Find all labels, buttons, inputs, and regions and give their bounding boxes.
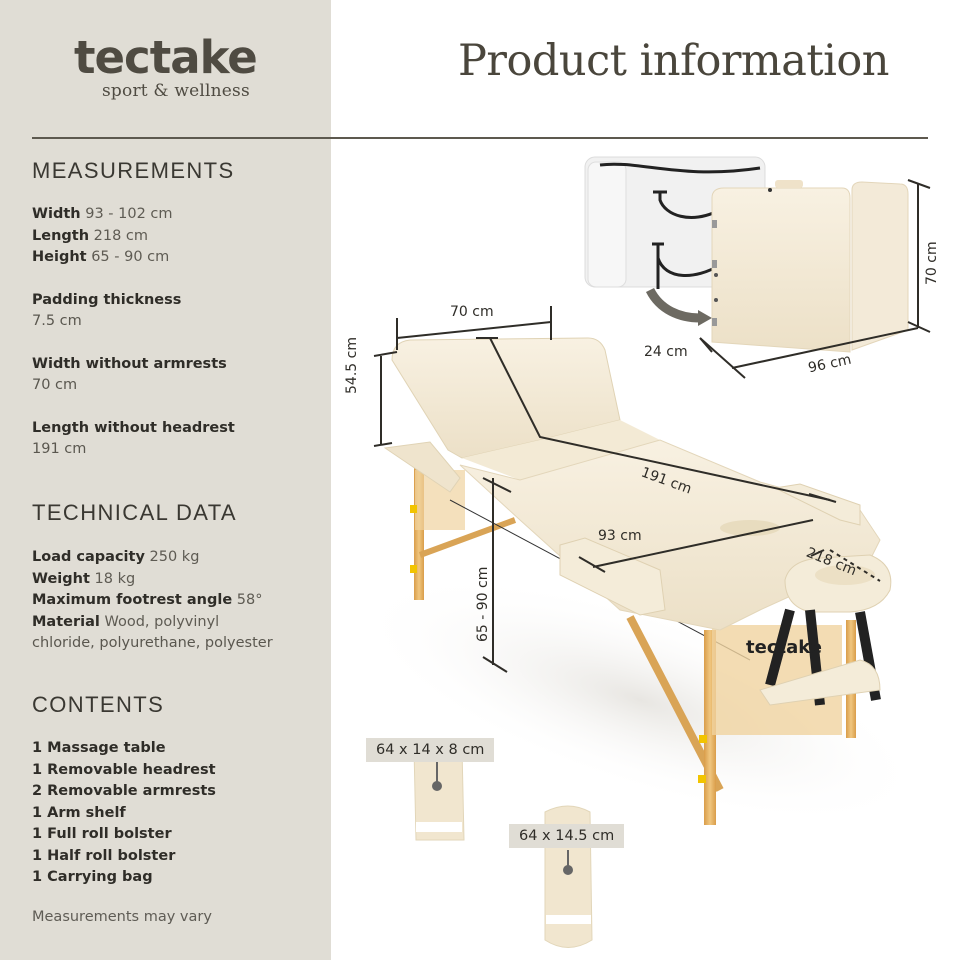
folded-table-illustration [699, 179, 931, 379]
contents-heading: CONTENTS [32, 692, 165, 717]
measurements-heading: MEASUREMENTS [32, 158, 235, 183]
sidebar: tectake sport & wellness MEASUREMENTS Wi… [0, 0, 331, 960]
spec-material: Material Wood, polyvinyl [32, 612, 322, 634]
spec-label: Length [32, 227, 90, 244]
spec-label: Load capacity [32, 549, 145, 565]
contents-item-text: 1 Arm shelf [32, 804, 126, 821]
svg-text:tectake: tectake [746, 637, 822, 658]
dim-folded-height: 70 cm [924, 241, 940, 285]
brand-name: tectake [74, 31, 258, 84]
spec-length: Length 218 cm [32, 226, 322, 248]
spec-value: 58° [236, 592, 263, 608]
spec-length-no-headrest-value: 191 cm [32, 441, 87, 457]
brand-tagline: sport & wellness [102, 81, 250, 101]
spec-material-cont: chloride, polyurethane, polyester [32, 635, 273, 651]
dim-table-height: 65 - 90 cm [475, 566, 491, 642]
header-divider [32, 137, 928, 139]
contents-item: 1 Arm shelf [32, 803, 322, 825]
spec-padding-value: 7.5 cm [32, 313, 82, 329]
dim-backrest-width: 70 cm [450, 304, 494, 320]
spec-weight: Weight 18 kg [32, 569, 322, 591]
spec-label: Height [32, 249, 87, 265]
spec-label: Maximum footrest angle [32, 592, 233, 608]
contents-item-text: 1 Carrying bag [32, 869, 153, 885]
technical-heading: TECHNICAL DATA [32, 500, 237, 525]
contents-item: 1 Removable headrest [32, 760, 322, 782]
spec-value: 218 cm [93, 227, 149, 244]
spec-width-no-armrests-value: 70 cm [32, 377, 78, 393]
contents-item: 1 Carrying bag [32, 867, 322, 889]
contents-item-text: 1 Half roll bolster [32, 847, 176, 864]
contents-item-text: 2 Removable armrests [32, 783, 216, 799]
dim-backrest-height: 54.5 cm [344, 337, 360, 394]
full-roll-dimensions: 64 x 14.5 cm [509, 824, 625, 848]
dim-width-armrests: 93 cm [598, 528, 642, 544]
brand-logo: tectake sport & wellness [74, 31, 274, 102]
massage-table-drawing: tectake [353, 156, 931, 948]
spec-padding-label: Padding thickness [32, 290, 322, 312]
spec-label: Width [32, 206, 81, 222]
dimension-lines [373, 306, 881, 673]
spec-value: 93 - 102 cm [85, 206, 173, 222]
spec-label: Length without headrest [32, 419, 235, 436]
product-illustration: tectake [331, 140, 960, 960]
contents-item: 2 Removable armrests [32, 781, 322, 803]
contents-section: CONTENTS 1 Massage table 1 Removable hea… [32, 692, 322, 925]
dim-folded-depth: 24 cm [644, 344, 688, 360]
spec-width: Width 93 - 102 cm [32, 204, 322, 226]
spec-value: Wood, polyvinyl [104, 613, 220, 630]
spec-load: Load capacity 250 kg [32, 547, 322, 569]
spec-footrest: Maximum footrest angle 58° [32, 590, 322, 612]
measurements-note: Measurements may vary [32, 908, 212, 925]
contents-item: 1 Massage table [32, 738, 322, 760]
spec-height: Height 65 - 90 cm [32, 247, 322, 269]
spec-label: Material [32, 613, 100, 630]
page-title: Product information [458, 36, 889, 86]
spec-value: 18 kg [94, 570, 136, 587]
contents-item-text: 1 Removable headrest [32, 761, 216, 778]
technical-section: TECHNICAL DATA Load capacity 250 kg Weig… [32, 500, 322, 655]
contents-item: 1 Half roll bolster [32, 846, 322, 868]
spec-label: Weight [32, 570, 90, 587]
contents-item-text: 1 Full roll bolster [32, 826, 172, 842]
half-roll-bolster [413, 747, 465, 841]
spec-value: 250 kg [149, 549, 200, 565]
spec-width-no-armrests-label: Width without armrests [32, 354, 322, 376]
contents-item: 1 Full roll bolster [32, 824, 322, 846]
contents-item-text: 1 Massage table [32, 740, 166, 756]
spec-value: 65 - 90 cm [91, 249, 170, 265]
spec-label: Width without armrests [32, 355, 227, 372]
spec-label: Padding thickness [32, 291, 182, 308]
measurements-section: MEASUREMENTS Width 93 - 102 cm Length 21… [32, 158, 322, 461]
half-roll-dimensions: 64 x 14 x 8 cm [366, 738, 495, 762]
spec-length-no-headrest-label: Length without headrest [32, 418, 322, 440]
